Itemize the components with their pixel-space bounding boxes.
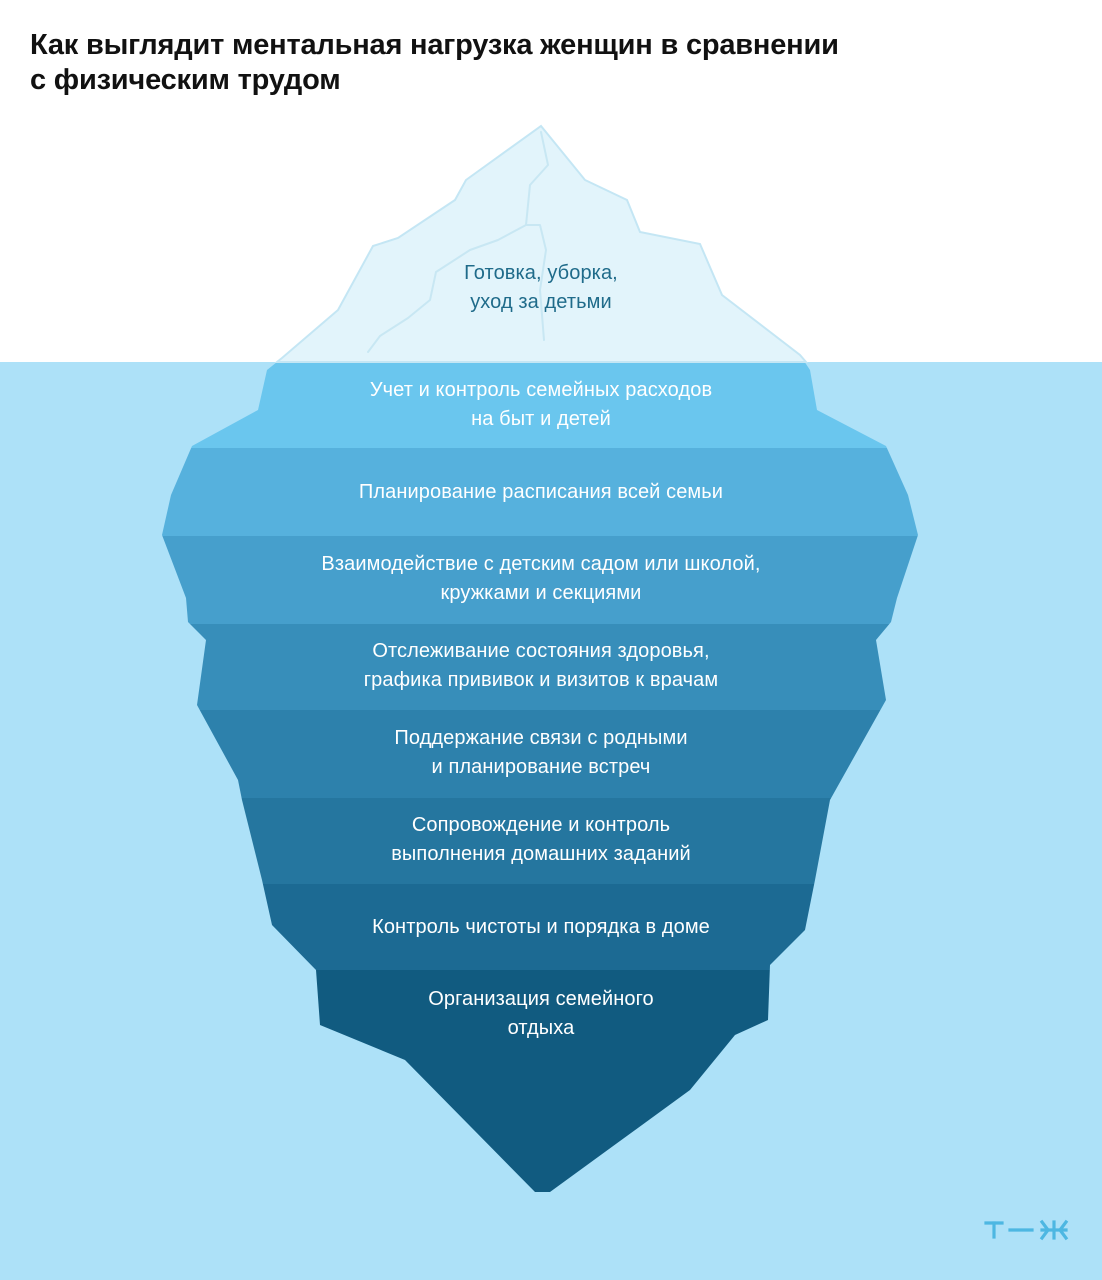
- iceberg-layer-7-label-line-1: Контроль чистоты и порядка в доме: [372, 916, 710, 938]
- iceberg-layer-2-label: Планирование расписания всей семьи: [171, 478, 911, 507]
- iceberg-layer-1: [162, 362, 918, 448]
- iceberg-layer-4-label-line-2: графика прививок и визитов к врачам: [363, 669, 719, 691]
- iceberg-layer-3-label-line-2: кружками и секциями: [440, 582, 642, 604]
- tip-crack-center: [525, 224, 547, 341]
- tzh-logo-icon: [984, 1219, 1069, 1241]
- iceberg-layer-6: [162, 798, 918, 884]
- iceberg-layer-3-label-line-1: Взаимодействие с детским садом или школо…: [321, 553, 761, 575]
- iceberg-tip-label: Готовка, уборка, уход за детьми: [171, 259, 911, 317]
- title-line-2: с физическим трудом: [30, 64, 341, 96]
- iceberg-tip-label-line-2: уход за детьми: [470, 291, 612, 313]
- iceberg-layer-4: [162, 624, 918, 710]
- iceberg-layer-8-label: Организация семейного отдыха: [171, 985, 911, 1043]
- tip-crack-left: [367, 131, 549, 353]
- tip-outline: [274, 124, 809, 363]
- iceberg-layer-5: [162, 710, 918, 798]
- iceberg-layer-3-label: Взаимодействие с детским садом или школо…: [171, 550, 911, 608]
- iceberg-layer-8-label-line-1: Организация семейного: [428, 988, 654, 1010]
- page-title: Как выглядит ментальная нагрузка женщин …: [30, 28, 1070, 98]
- iceberg-layer-5-label-line-1: Поддержание связи с родными: [394, 727, 688, 749]
- iceberg-layer-4-label-line-1: Отслеживание состояния здоровья,: [372, 640, 710, 662]
- iceberg-layer-1-label-line-1: Учет и контроль семейных расходов: [369, 379, 713, 401]
- iceberg-layer-5-label-line-2: и планирование встреч: [431, 756, 651, 778]
- iceberg-layer-6-label-line-1: Сопровождение и контроль: [411, 814, 671, 836]
- iceberg-layer-5-label: Поддержание связи с родными и планирован…: [171, 724, 911, 782]
- iceberg-layer-1-label-line-2: на быт и детей: [471, 408, 611, 430]
- iceberg-layer-7-label: Контроль чистоты и порядка в доме: [171, 913, 911, 942]
- iceberg-layer-6-label: Сопровождение и контроль выполнения дома…: [171, 811, 911, 869]
- title-line-1: Как выглядит ментальная нагрузка женщин …: [30, 29, 839, 61]
- iceberg-layer-2-label-line-1: Планирование расписания всей семьи: [358, 481, 724, 503]
- iceberg-layer-2: [162, 448, 918, 536]
- iceberg-layer-6-label-line-2: выполнения домашних заданий: [391, 843, 691, 865]
- iceberg-layer-8-label-line-2: отдыха: [507, 1017, 575, 1039]
- iceberg-layer-4-label: Отслеживание состояния здоровья, графика…: [171, 637, 911, 695]
- iceberg-layer-3: [162, 536, 918, 624]
- iceberg-tip-label-line-1: Готовка, уборка,: [464, 262, 618, 284]
- iceberg-layer-1-label: Учет и контроль семейных расходов на быт…: [171, 376, 911, 434]
